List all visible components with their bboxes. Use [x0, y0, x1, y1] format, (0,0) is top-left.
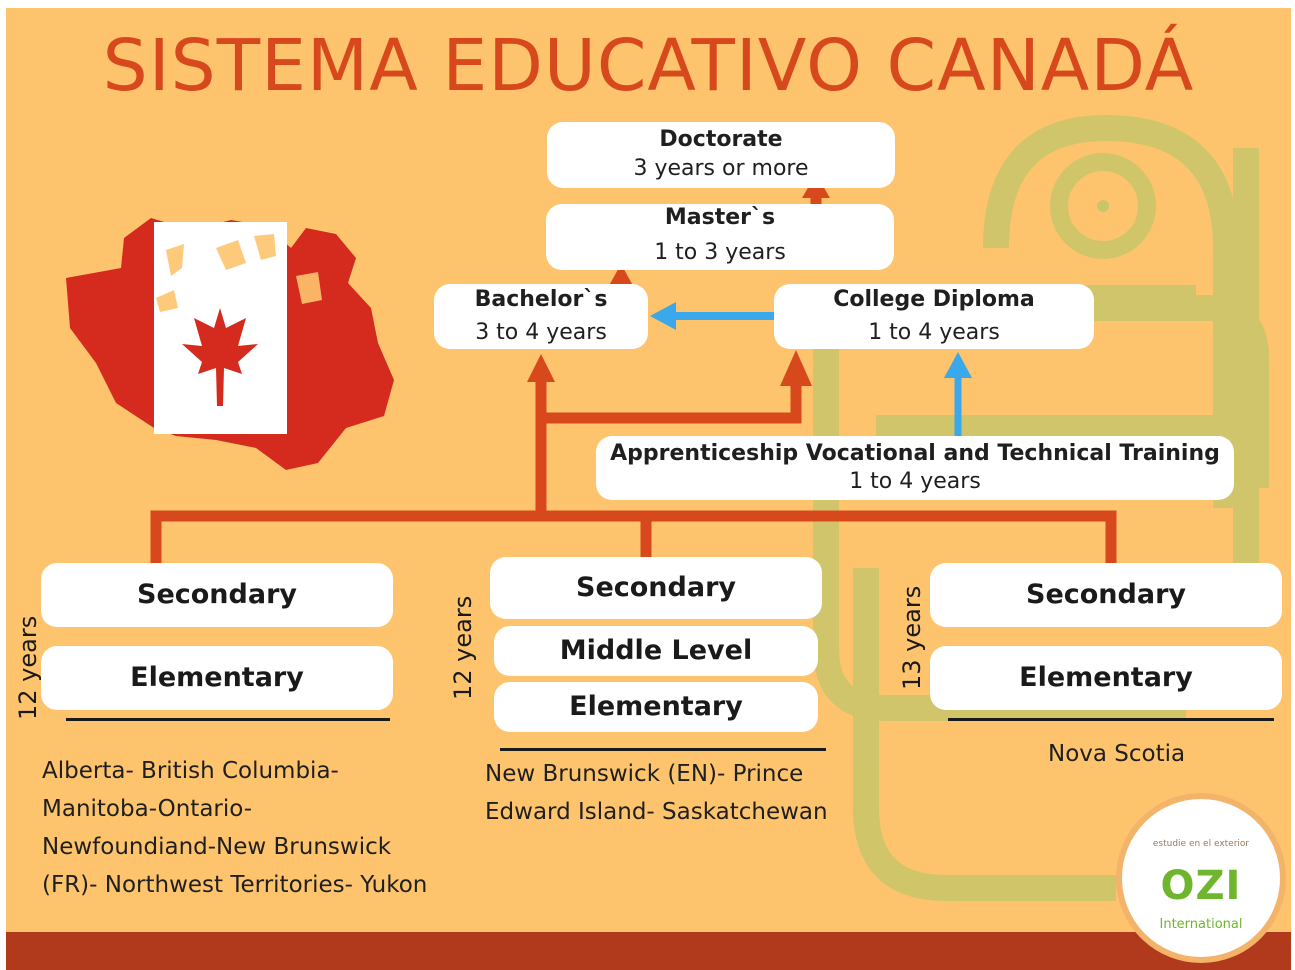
- system2-secondary: Secondary: [490, 557, 822, 619]
- masters-title: Master`s: [664, 205, 776, 230]
- footer-bar: [6, 932, 1291, 970]
- decorative-background: [813, 114, 1269, 901]
- apprenticeship-box: Apprenticeship Vocational and Technical …: [596, 436, 1234, 500]
- blue-connectors: [650, 302, 972, 438]
- system3-elementary: Elementary: [930, 646, 1282, 710]
- doctorate-duration: 3 years or more: [633, 156, 809, 181]
- decorative-ring: [1050, 153, 1156, 259]
- system2-provinces: New Brunswick (EN)- Prince Edward Island…: [485, 755, 905, 831]
- college-diploma-title: College Diploma: [833, 287, 1035, 312]
- system2-years: 12 years: [449, 595, 477, 700]
- infographic-canvas: SISTEMA EDUCATIVO CANADÁ Doctorate 3 yea…: [6, 8, 1291, 970]
- bachelors-box: Bachelor`s 3 to 4 years: [434, 284, 648, 349]
- system3-divider: [948, 718, 1274, 721]
- system1-provinces: Alberta- British Columbia- Manitoba-Onta…: [42, 752, 462, 904]
- ozi-logo: estudie en el exterior OZI International: [1116, 793, 1286, 963]
- system2-divider: [500, 748, 826, 751]
- masters-box: Master`s 1 to 3 years: [546, 204, 894, 270]
- system3-years: 13 years: [898, 585, 926, 690]
- apprenticeship-title: Apprenticeship Vocational and Technical …: [610, 441, 1220, 466]
- college-diploma-box: College Diploma 1 to 4 years: [774, 284, 1094, 349]
- system2-middle-level: Middle Level: [494, 626, 818, 676]
- province-line: Manitoba-Ontario-: [42, 796, 253, 822]
- college-diploma-duration: 1 to 4 years: [868, 320, 1000, 345]
- doctorate-title: Doctorate: [659, 127, 783, 152]
- logo-tagline: estudie en el exterior: [1152, 839, 1250, 849]
- province-line: Nova Scotia: [1048, 741, 1186, 767]
- system1-years: 12 years: [14, 615, 42, 720]
- bachelors-title: Bachelor`s: [474, 287, 608, 312]
- diagram-graphics: [66, 114, 1269, 901]
- system1-elementary: Elementary: [41, 646, 393, 710]
- system3-secondary: Secondary: [930, 563, 1282, 627]
- canada-flag-map-icon: [66, 218, 394, 470]
- system3-provinces: Nova Scotia: [1048, 735, 1268, 773]
- bachelors-duration: 3 to 4 years: [475, 320, 607, 345]
- page-title: SISTEMA EDUCATIVO CANADÁ: [102, 24, 1195, 107]
- province-line: New Brunswick (EN)- Prince: [485, 761, 804, 787]
- logo-subtitle: International: [1159, 917, 1243, 932]
- system1-secondary: Secondary: [41, 563, 393, 627]
- province-line: Edward Island- Saskatchewan: [485, 799, 828, 825]
- province-line: Alberta- British Columbia-: [42, 758, 339, 784]
- decorative-dot: [1097, 200, 1109, 212]
- system1-divider: [66, 718, 390, 721]
- doctorate-box: Doctorate 3 years or more: [547, 122, 895, 188]
- masters-duration: 1 to 3 years: [654, 240, 786, 265]
- province-line: Newfoundiand-New Brunswick: [42, 834, 392, 860]
- system2-elementary: Elementary: [494, 682, 818, 732]
- logo-name: OZI: [1160, 863, 1242, 909]
- apprenticeship-duration: 1 to 4 years: [849, 469, 981, 494]
- province-line: (FR)- Northwest Territories- Yukon: [42, 872, 428, 898]
- orange-connectors: [150, 194, 1117, 570]
